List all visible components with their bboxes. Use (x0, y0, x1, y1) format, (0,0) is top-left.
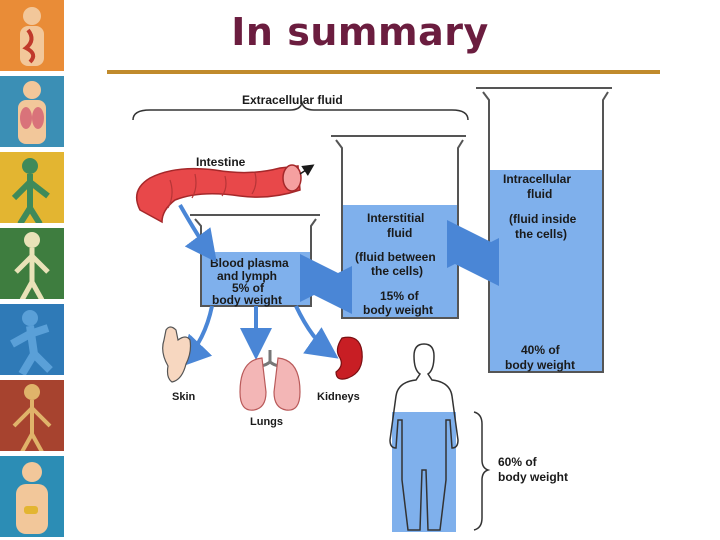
skin-hand-illustration (162, 326, 192, 383)
skeletal-system-icon (0, 228, 64, 302)
intestine-exit-arrow (299, 164, 315, 176)
extracellular-label: Extracellular fluid (242, 93, 343, 107)
intracellular-pct-line2: body weight (505, 358, 575, 372)
interstitial-label-line2: fluid (387, 226, 412, 240)
intracellular-beaker (476, 87, 612, 373)
plasma-outflow-arrows (178, 305, 339, 368)
intestine-illustration (135, 164, 302, 224)
intestine-label: Intestine (196, 155, 246, 169)
body-figure (389, 343, 459, 532)
interstitial-desc-line1: (fluid between (355, 250, 436, 264)
intracellular-pct-line1: 40% of (521, 343, 561, 357)
interstitial-label-line1: Interstitial (367, 211, 424, 225)
body-pct-line2: body weight (498, 470, 568, 484)
interstitial-pct-line2: body weight (363, 303, 433, 317)
exchange-arrows (300, 220, 499, 314)
plasma-label-line2: and lymph (217, 269, 277, 283)
intracellular-label-line2: fluid (527, 187, 552, 201)
endocrine-system-icon (0, 456, 64, 540)
intracellular-desc-line2: the cells) (515, 227, 567, 241)
body-systems-sidebar (0, 0, 64, 540)
lungs-label: Lungs (250, 416, 283, 428)
intracellular-label-line1: Intracellular (503, 172, 571, 186)
muscular-system-icon (0, 304, 64, 378)
kidney-illustration (335, 336, 363, 380)
plasma-label-line3: 5% of (232, 281, 265, 295)
kidneys-label: Kidneys (317, 391, 360, 403)
circulatory-system-icon (0, 152, 64, 226)
plasma-label-line4: body weight (212, 293, 282, 307)
nervous-system-icon (0, 380, 64, 454)
extracellular-brace (132, 100, 469, 121)
body-brace (473, 411, 491, 531)
plasma-beaker (190, 214, 320, 307)
lungs-illustration (239, 350, 301, 411)
digestive-system-icon (0, 0, 64, 74)
interstitial-pct-line1: 15% of (380, 289, 420, 303)
body-pct-line1: 60% of (498, 455, 538, 469)
respiratory-system-icon (0, 76, 64, 150)
page-title: In summary (231, 10, 489, 54)
interstitial-beaker (331, 135, 466, 319)
intracellular-desc-line1: (fluid inside (509, 212, 577, 226)
skin-label: Skin (172, 391, 196, 403)
interstitial-desc-line2: the cells) (371, 264, 423, 278)
plasma-label-line1: Blood plasma (210, 256, 289, 270)
title-underline (107, 70, 660, 74)
intestine-to-plasma-arrow (178, 204, 217, 263)
